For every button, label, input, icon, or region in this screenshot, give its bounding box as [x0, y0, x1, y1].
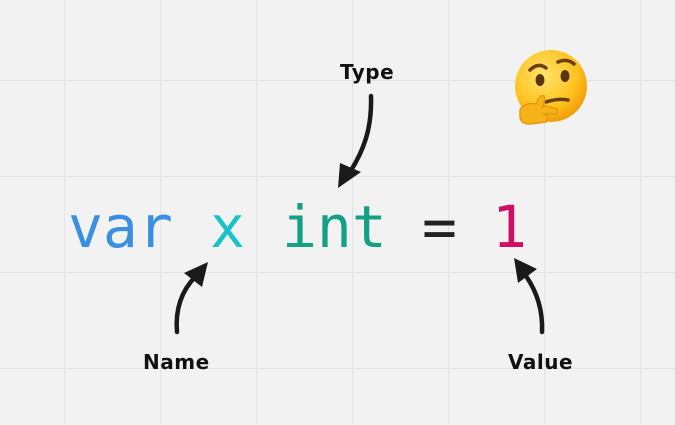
value-token: 1	[492, 193, 527, 261]
type-token: int	[282, 193, 387, 261]
keyword-token: var	[68, 193, 173, 261]
code-line: var x int = 1	[0, 0, 527, 348]
type-arrow	[338, 93, 374, 188]
value-label: Value	[508, 350, 574, 374]
type-label: Type	[340, 60, 395, 84]
assignment-operator: =	[422, 193, 457, 261]
name-label: Name	[143, 350, 210, 374]
value-arrow	[514, 258, 545, 335]
name-arrow	[174, 262, 208, 335]
thinking-face-icon	[510, 48, 592, 130]
variable-name-token: x	[210, 193, 245, 261]
